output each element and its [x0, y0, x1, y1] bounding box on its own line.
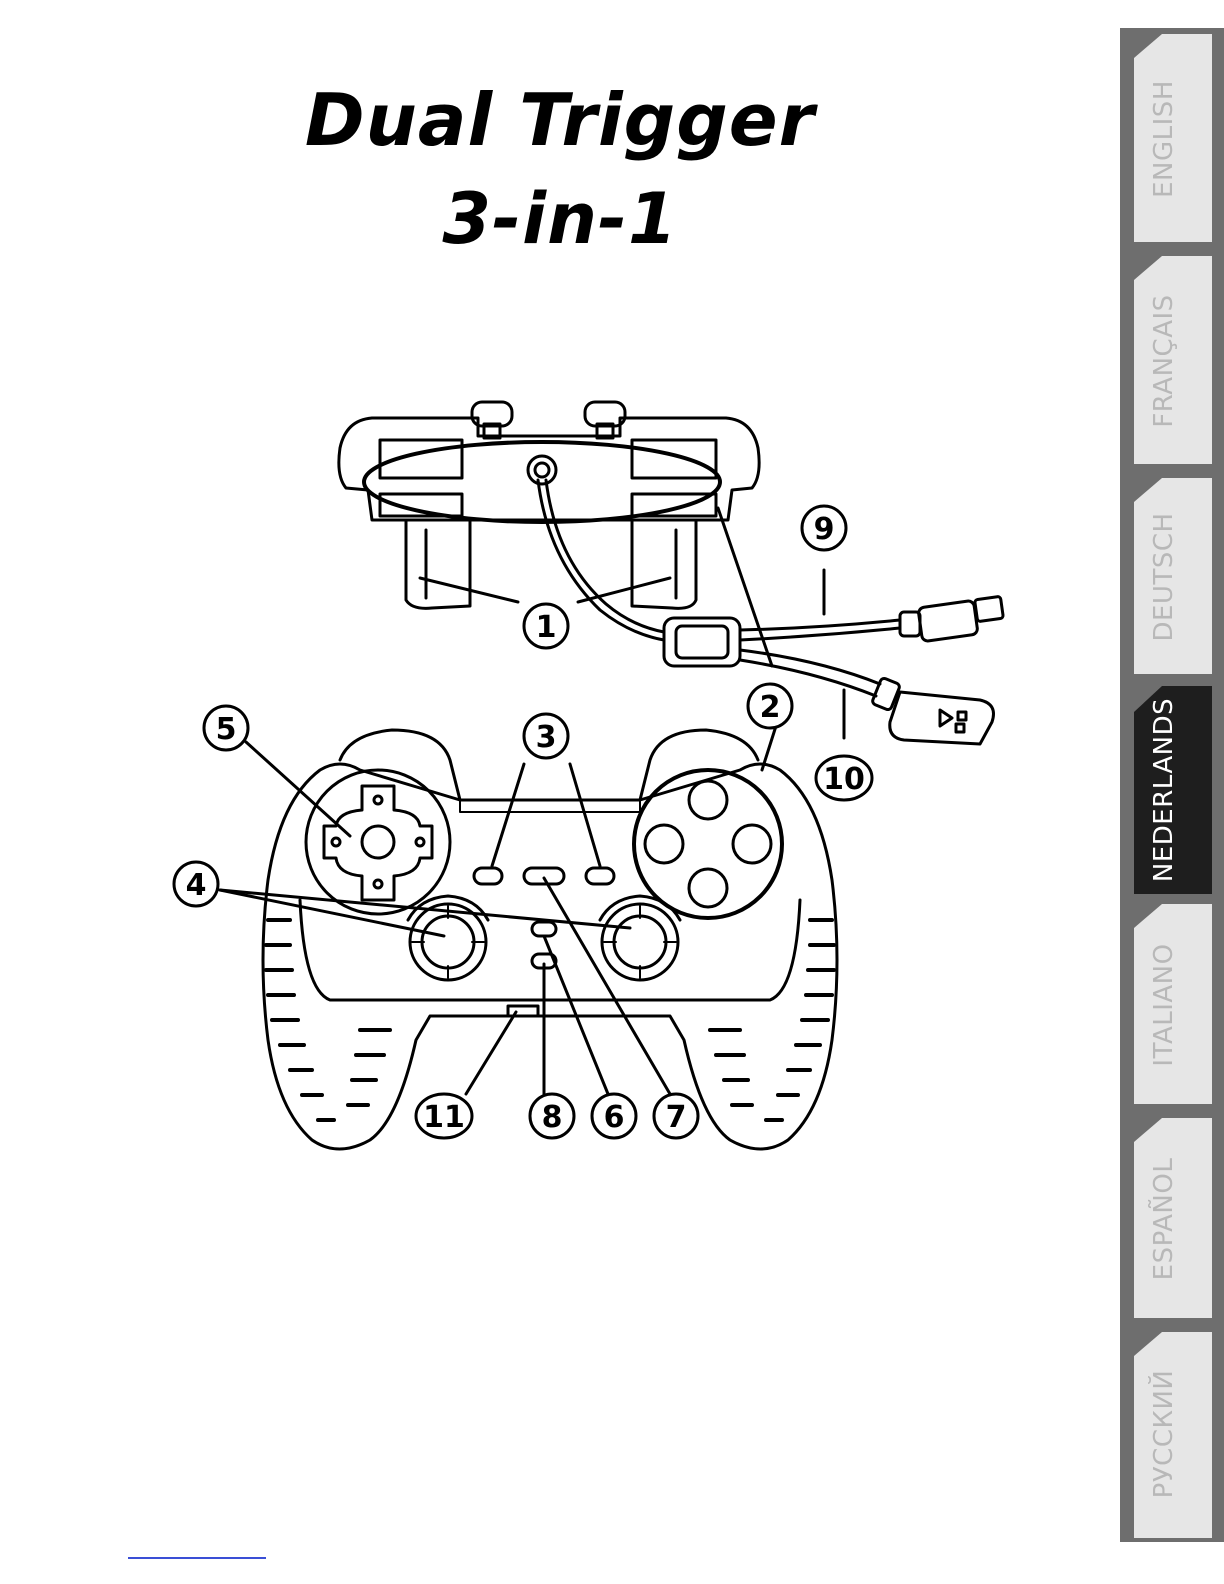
tab-russian[interactable]: РУССКИЙ [1120, 1326, 1224, 1542]
tab-espanol-label: ESPAÑOL [1149, 1158, 1179, 1281]
callout-5-label: 5 [216, 712, 237, 747]
callout-11-label: 11 [423, 1100, 465, 1135]
controller-diagram: 1 2 3 4 5 6 7 8 9 10 11 [0, 0, 1120, 1584]
callout-2-label: 2 [760, 690, 781, 725]
tab-english[interactable]: ENGLISH [1120, 28, 1224, 250]
tab-italiano[interactable]: ITALIANO [1120, 898, 1224, 1112]
language-tabs: ENGLISH FRANÇAIS DEUTSCH NEDERLANDS ITAL… [1120, 0, 1224, 1584]
callout-9-label: 9 [814, 512, 835, 547]
footer-link-underline[interactable] [128, 1557, 266, 1559]
tab-nederlands-label: NEDERLANDS [1149, 698, 1179, 882]
tab-francais-label: FRANÇAIS [1149, 294, 1179, 427]
callout-3-label: 3 [536, 720, 557, 755]
tab-deutsch[interactable]: DEUTSCH [1120, 472, 1224, 682]
callout-circles [174, 506, 872, 1138]
tab-italiano-label: ITALIANO [1149, 943, 1179, 1066]
callout-7-label: 7 [666, 1100, 687, 1135]
callout-6-label: 6 [604, 1100, 625, 1135]
callout-8-label: 8 [542, 1100, 563, 1135]
tab-english-label: ENGLISH [1149, 80, 1179, 198]
controller-front-view [263, 730, 837, 1149]
tab-russian-label: РУССКИЙ [1149, 1370, 1179, 1499]
tab-nederlands[interactable]: NEDERLANDS [1120, 682, 1224, 898]
tab-espanol[interactable]: ESPAÑOL [1120, 1112, 1224, 1326]
tab-francais[interactable]: FRANÇAIS [1120, 250, 1224, 472]
callout-10-label: 10 [823, 762, 865, 797]
callout-4-label: 4 [186, 868, 207, 903]
callout-1-label: 1 [536, 610, 557, 645]
tab-deutsch-label: DEUTSCH [1149, 512, 1179, 641]
